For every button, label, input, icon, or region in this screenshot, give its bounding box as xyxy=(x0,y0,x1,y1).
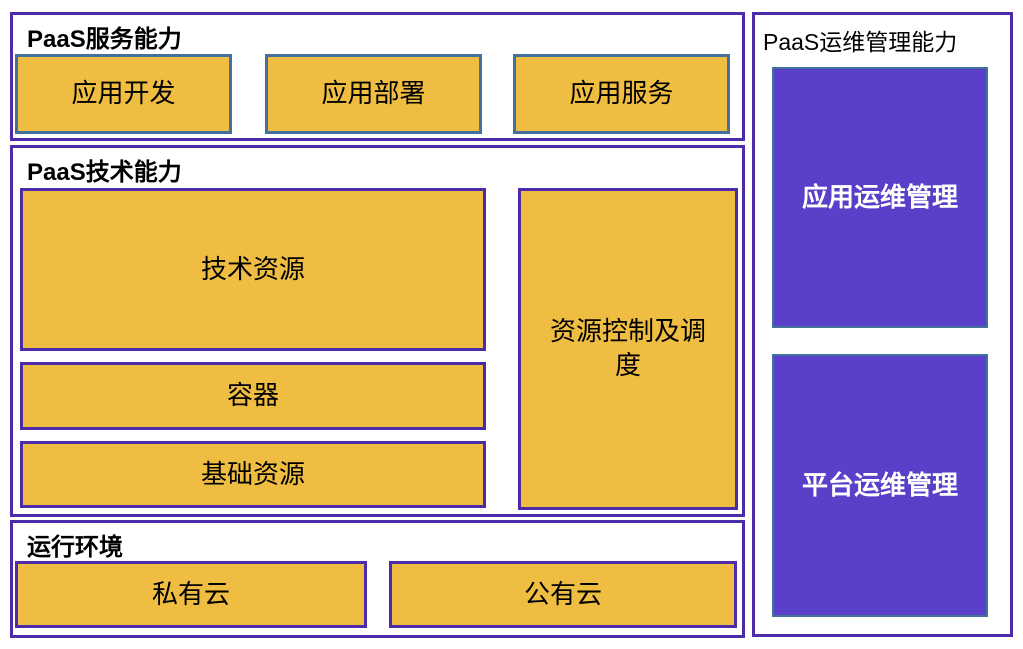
section-paas-ops-capability: PaaS运维管理能力 应用运维管理 平台运维管理 xyxy=(752,12,1013,637)
node-app-service: 应用服务 xyxy=(513,54,730,134)
node-tech-resources: 技术资源 xyxy=(20,188,486,351)
section-title-paas-ops: PaaS运维管理能力 xyxy=(763,29,958,55)
section-paas-service-capability: PaaS服务能力 应用开发 应用部署 应用服务 xyxy=(10,12,745,141)
node-platform-ops-management: 平台运维管理 xyxy=(772,354,988,617)
node-container: 容器 xyxy=(20,362,486,430)
node-private-cloud: 私有云 xyxy=(15,561,367,628)
section-title-runtime: 运行环境 xyxy=(27,534,123,561)
section-title-paas-service: PaaS服务能力 xyxy=(27,26,182,53)
node-base-resources: 基础资源 xyxy=(20,441,486,508)
node-app-ops-management: 应用运维管理 xyxy=(772,67,988,328)
node-resource-control-scheduling: 资源控制及调度 xyxy=(518,188,738,510)
node-app-deployment: 应用部署 xyxy=(265,54,482,134)
section-paas-tech-capability: PaaS技术能力 技术资源 容器 基础资源 资源控制及调度 xyxy=(10,145,745,517)
node-public-cloud: 公有云 xyxy=(389,561,737,628)
section-title-paas-tech: PaaS技术能力 xyxy=(27,159,182,186)
section-runtime-environment: 运行环境 私有云 公有云 xyxy=(10,520,745,638)
node-app-development: 应用开发 xyxy=(15,54,232,134)
